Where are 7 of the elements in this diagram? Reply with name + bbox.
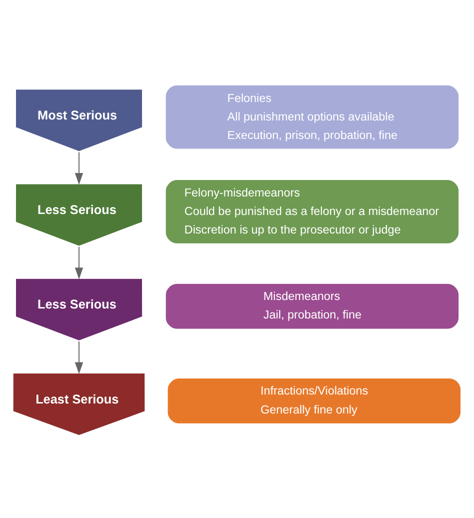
node-box: Infractions/Violations Generally fine only [166,376,462,426]
arrow [74,246,84,280]
node-box: Misdemeanors Jail, probation, fine [164,282,461,331]
arrow [74,341,84,374]
node-box: Felony-misdemeanors Could be punished as a felony or a misdemeanor Discretion is up to the prosecutor or judge [164,178,461,246]
node-box: Felonies All punishment options available Execution, prison, probation, fine [164,83,461,151]
arrow [74,152,84,185]
